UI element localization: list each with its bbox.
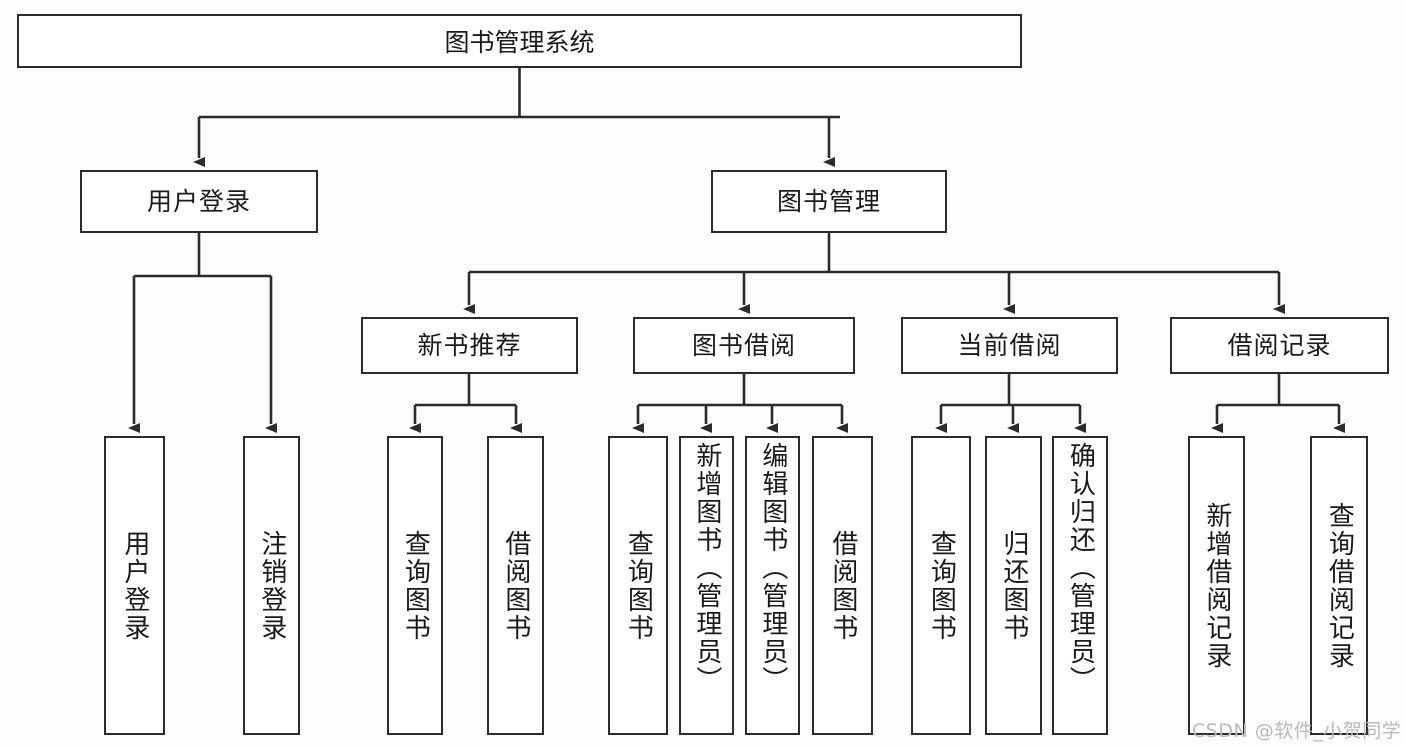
leaf-add-book-admin[interactable]: 新增图书（管理员） — [679, 436, 734, 735]
leaf-query-book-nb[interactable]: 查询图书 — [387, 436, 443, 735]
node-new-book-recommend[interactable]: 新书推荐 — [361, 317, 578, 374]
leaf-add-borrow-record[interactable]: 新增借阅记录 — [1188, 436, 1245, 735]
node-current-borrow[interactable]: 当前借阅 — [901, 317, 1118, 374]
node-borrow-record[interactable]: 借阅记录 — [1170, 317, 1389, 374]
leaf-return-book[interactable]: 归还图书 — [985, 436, 1042, 735]
leaf-confirm-return-admin[interactable]: 确认归还（管理员） — [1052, 436, 1108, 735]
leaf-borrow-book-nb[interactable]: 借阅图书 — [487, 436, 544, 735]
node-user-login[interactable]: 用户登录 — [80, 170, 318, 233]
leaf-edit-book-admin[interactable]: 编辑图书（管理员） — [745, 436, 800, 735]
leaf-user-login[interactable]: 用户登录 — [104, 436, 165, 735]
leaf-query-book-bw[interactable]: 查询图书 — [608, 436, 668, 735]
leaf-query-book-cb[interactable]: 查询图书 — [911, 436, 971, 735]
leaf-logout[interactable]: 注销登录 — [243, 436, 300, 735]
leaf-query-borrow-record[interactable]: 查询借阅记录 — [1310, 436, 1368, 735]
node-book-borrow[interactable]: 图书借阅 — [633, 317, 855, 374]
csdn-watermark: CSDN @软件_小贺同学 — [1192, 720, 1402, 742]
node-root[interactable]: 图书管理系统 — [17, 14, 1022, 68]
node-book-management[interactable]: 图书管理 — [711, 170, 947, 233]
leaf-borrow-book-bw[interactable]: 借阅图书 — [812, 436, 873, 735]
